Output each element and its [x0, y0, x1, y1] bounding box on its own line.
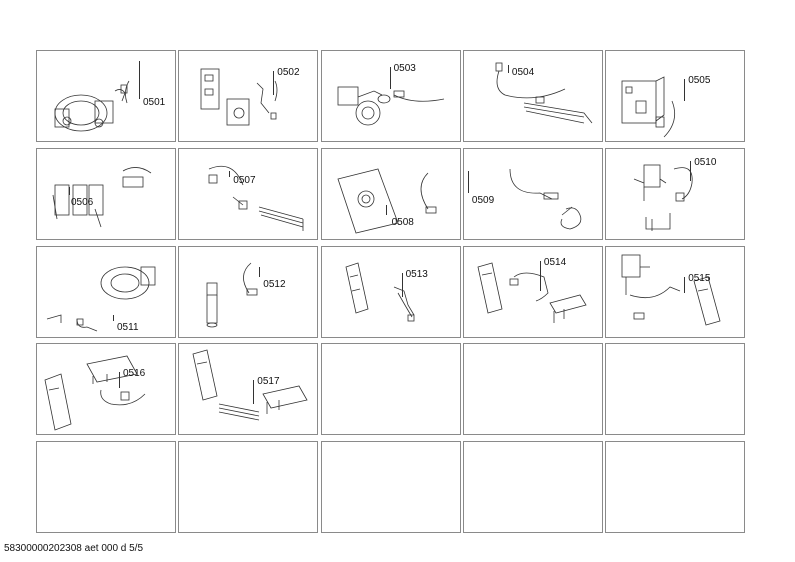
door-lock-bracket-drawing — [634, 164, 693, 231]
part-cell-door-lock-bracket: 0510 — [605, 147, 746, 240]
empty-cell — [36, 441, 177, 534]
document-footer: 58300000202308 aet 000 d 5/5 — [4, 543, 144, 554]
callout-leader — [539, 260, 541, 291]
empty-drawing — [37, 442, 177, 534]
part-cell-module-box: 0505 — [605, 50, 746, 142]
empty-cell — [320, 441, 462, 534]
motor-connector-drawing — [46, 266, 156, 331]
part-cell-motor-connector: 0511 — [36, 245, 176, 338]
callout-leader — [385, 204, 387, 215]
part-cell-valve-switch: 0514 — [462, 245, 603, 338]
part-cell-valve-lock: 0515 — [605, 245, 746, 338]
motor-block-drawing — [52, 166, 152, 227]
valve-harness-drawing — [345, 262, 414, 321]
empty-drawing — [606, 442, 746, 534]
empty-cell — [462, 343, 604, 436]
cable-clip-drawing — [509, 168, 582, 230]
part-cell-lock-ribbon: 0517 — [178, 343, 319, 436]
callout-leader — [119, 372, 120, 389]
part-cell-control-panel: 0508 — [320, 147, 461, 240]
callout-leader — [273, 71, 275, 95]
heater-cable-drawing — [495, 62, 593, 124]
part-cell-control-module: 0502 — [178, 50, 319, 142]
empty-cell — [605, 343, 746, 436]
exploded-parts-grid: 0501 0502 0503 0504 0505 0506 0507 0508 … — [36, 50, 748, 540]
empty-drawing — [464, 442, 604, 534]
part-cell-drain-pump: 0503 — [320, 50, 461, 142]
callout-leader — [684, 276, 686, 293]
lock-switch-drawing — [44, 355, 146, 431]
empty-cell — [320, 343, 462, 436]
callout-leader — [684, 79, 686, 101]
control-panel-drawing — [337, 168, 436, 234]
control-module-drawing — [200, 68, 278, 126]
part-number-label: 0506 — [71, 196, 94, 208]
part-cell-heater-cable: 0504 — [462, 50, 603, 142]
valve-switch-drawing — [477, 262, 587, 323]
part-number-label: 0510 — [694, 156, 717, 168]
callout-leader — [259, 266, 261, 277]
part-number-label: 0513 — [405, 268, 428, 280]
sensor-drawing — [206, 262, 258, 327]
callout-leader — [401, 272, 403, 297]
drain-pump-drawing — [337, 86, 444, 126]
callout-leader — [69, 186, 70, 195]
part-cell-sensor: 0512 — [178, 245, 319, 338]
part-number-label: 0507 — [233, 174, 256, 186]
part-cell-valve-harness: 0513 — [320, 245, 461, 338]
valve-lock-drawing — [621, 254, 721, 326]
part-number-label: 0501 — [143, 97, 166, 108]
empty-drawing — [464, 344, 604, 436]
part-number-label: 0508 — [391, 216, 414, 228]
callout-leader — [253, 380, 255, 405]
part-number-label: 0502 — [277, 67, 300, 78]
empty-cell — [462, 441, 604, 534]
heater-element-drawing — [208, 165, 304, 231]
empty-cell — [178, 441, 319, 534]
part-number-label: 0516 — [123, 368, 146, 380]
callout-leader — [113, 314, 114, 321]
lock-ribbon-drawing — [192, 349, 308, 421]
part-number-label: 0503 — [393, 63, 416, 74]
empty-drawing — [322, 442, 462, 534]
part-number-label: 0509 — [471, 194, 495, 206]
part-number-label: 0505 — [688, 75, 711, 86]
part-cell-lock-switch: 0516 — [36, 343, 176, 436]
callout-leader — [467, 170, 469, 193]
empty-drawing — [179, 442, 319, 534]
empty-drawing — [322, 344, 462, 436]
part-cell-motor-block: 0506 — [36, 147, 176, 240]
part-number-label: 0514 — [543, 256, 567, 268]
callout-leader — [139, 61, 140, 99]
part-number-label: 0511 — [117, 321, 139, 333]
module-box-drawing — [621, 76, 676, 138]
part-cell-cable-clip: 0509 — [462, 147, 603, 240]
motor-drawing — [54, 80, 130, 132]
part-number-label: 0512 — [263, 278, 286, 290]
empty-drawing — [606, 344, 746, 436]
empty-cell — [605, 441, 746, 534]
callout-leader — [389, 67, 391, 89]
part-number-label: 0504 — [511, 67, 535, 78]
callout-leader — [229, 170, 231, 177]
part-number-label: 0515 — [688, 272, 711, 284]
callout-leader — [507, 65, 509, 73]
callout-leader — [690, 160, 692, 181]
part-number-label: 0517 — [257, 376, 280, 388]
part-cell-heater-element: 0507 — [178, 147, 319, 240]
part-cell-motor: 0501 — [36, 50, 176, 142]
